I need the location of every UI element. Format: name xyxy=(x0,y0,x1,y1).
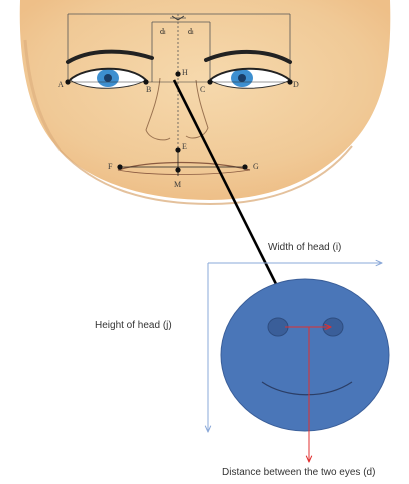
point-g xyxy=(242,164,247,169)
smiley-face xyxy=(221,279,389,431)
point-f xyxy=(117,164,122,169)
width-label: Width of head (i) xyxy=(268,242,341,253)
point-d xyxy=(287,79,292,84)
point-a xyxy=(65,79,70,84)
label-point-h: H xyxy=(182,68,188,77)
label-point-f: F xyxy=(108,162,112,171)
label-point-a: A xyxy=(58,80,64,89)
label-point-c: C xyxy=(200,85,205,94)
height-label: Height of head (j) xyxy=(95,320,172,331)
face-illustration xyxy=(20,0,391,204)
smiley-head xyxy=(221,279,389,431)
label-d-right: di xyxy=(188,27,194,36)
label-d-left: di xyxy=(160,27,166,36)
point-m xyxy=(175,167,180,172)
label-point-e: E xyxy=(182,142,187,151)
distance-label: Distance between the two eyes (d) xyxy=(222,467,375,478)
label-point-d: D xyxy=(293,80,299,89)
point-e xyxy=(175,147,180,152)
label-point-g: G xyxy=(253,162,259,171)
label-point-b: B xyxy=(146,85,151,94)
point-b xyxy=(143,79,148,84)
face-skin xyxy=(20,0,391,200)
point-c xyxy=(207,79,212,84)
point-h xyxy=(175,71,180,76)
label-point-m: M xyxy=(174,180,181,189)
